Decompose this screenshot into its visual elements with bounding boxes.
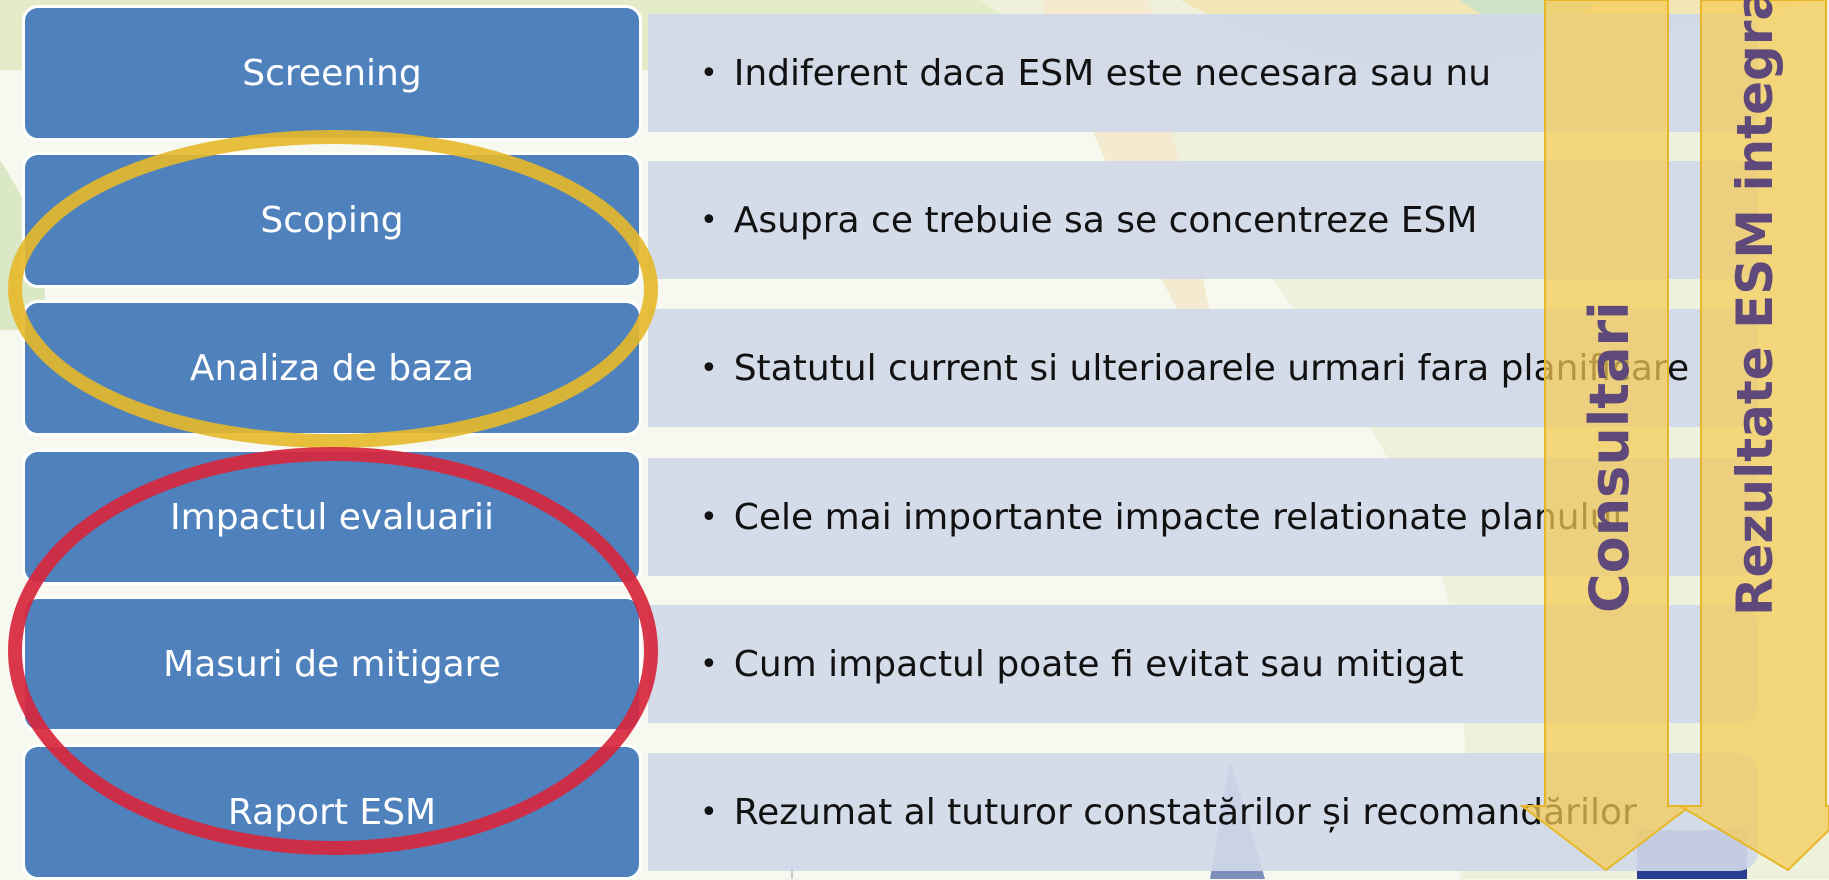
bullet-icon: • [700,646,718,682]
description-screening: • Indiferent daca ESM este necesara sau n… [648,14,1758,132]
description-text: Asupra ce trebuie sa se concentreze ESM [733,199,1478,241]
description-text: Cele mai importante impacte relationate … [733,496,1623,538]
description-scoping: • Asupra ce trebuie sa se concentreze ESM [648,161,1758,279]
description-text: Rezumat al tuturor constatărilor și reco… [733,791,1637,833]
bullet-icon: • [700,202,718,238]
step-analiza-de-baza: Analiza de baza [22,300,642,436]
step-raport-esm: Raport ESM [22,744,642,880]
bullet-icon: • [700,350,718,386]
bullet-icon: • [700,55,718,91]
description-text: Cum impactul poate fi evitat sau mitigat [733,643,1464,685]
description-text: Statutul current si ulterioarele urmari … [733,347,1690,389]
description-masuri-de-mitigare: • Cum impactul poate fi evitat sau mitiga… [648,605,1758,723]
description-raport-esm: • Rezumat al tuturor constatărilor și rec… [648,753,1758,871]
integrated-results-label: Rezultate ESM integrate [1726,0,1784,616]
step-masuri-de-mitigare: Masuri de mitigare [22,596,642,732]
step-impactul-evaluarii: Impactul evaluarii [22,449,642,585]
step-screening: Screening [22,5,642,141]
bullet-icon: • [700,794,718,830]
description-text: Indiferent daca ESM este necesara sau nu [733,52,1492,94]
consultations-label: Consultari [1578,301,1641,613]
step-scoping: Scoping [22,152,642,288]
bullet-icon: • [700,499,718,535]
